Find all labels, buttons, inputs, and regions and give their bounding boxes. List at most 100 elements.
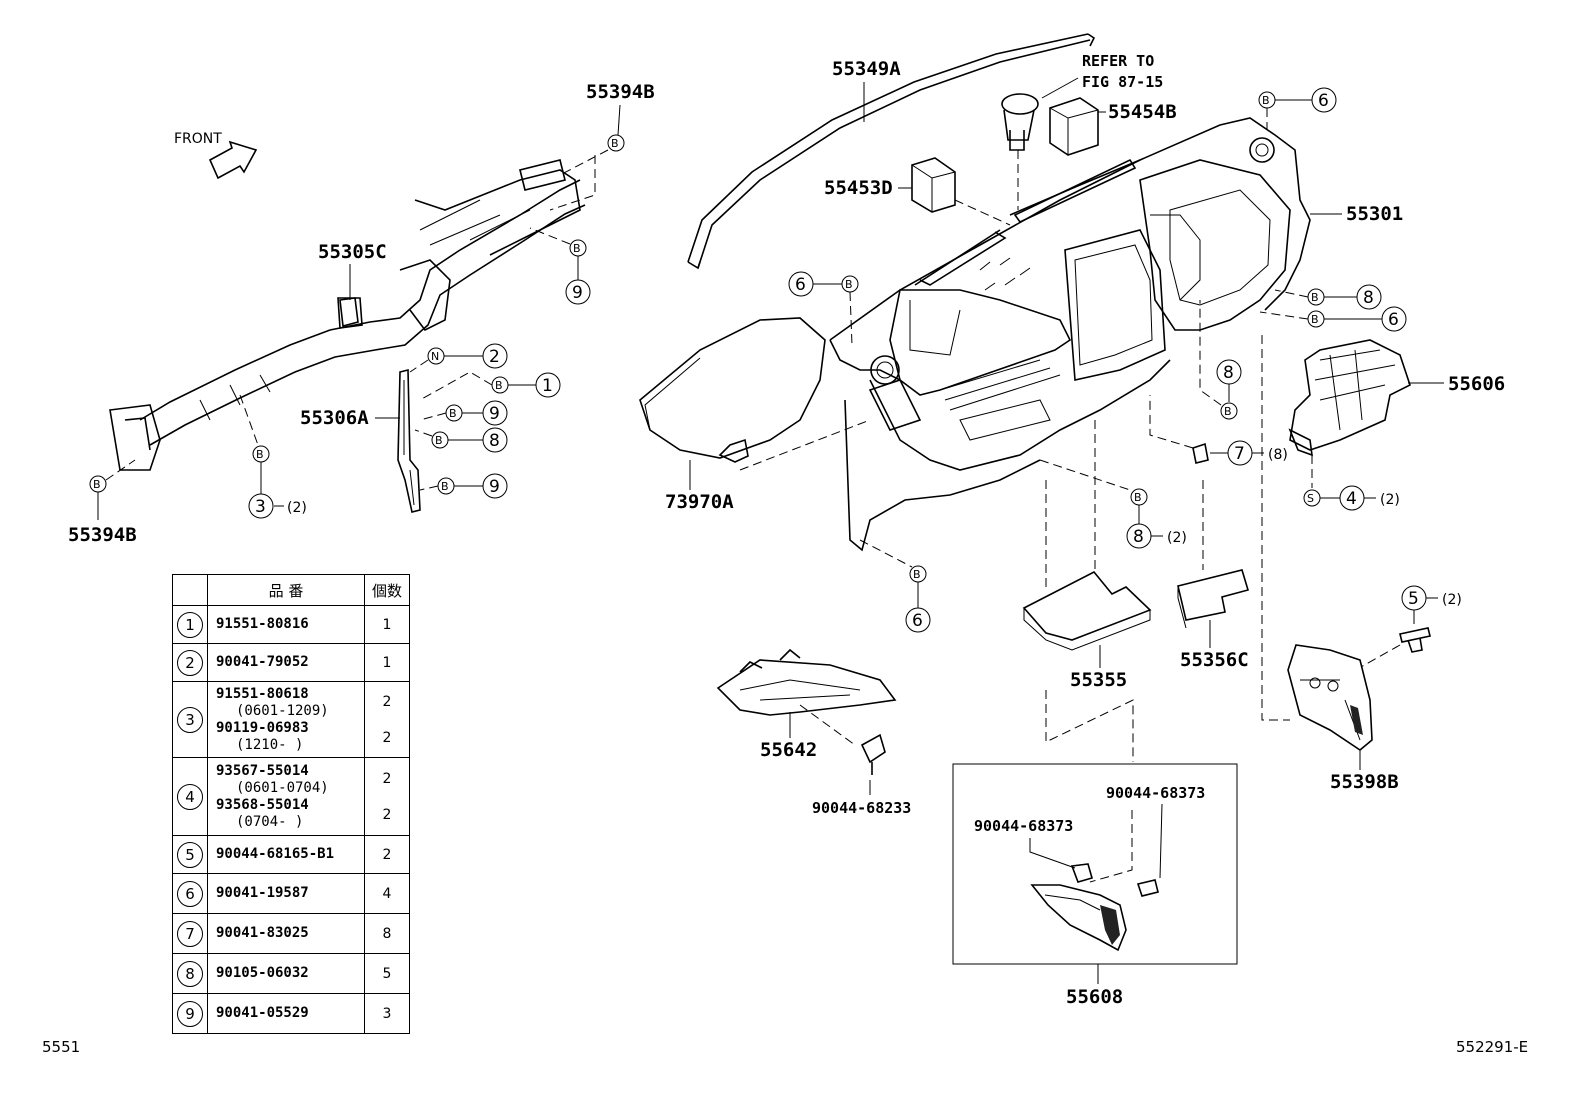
callout-qty-7: (8): [1268, 447, 1288, 463]
callout-circle-1: [535, 372, 561, 398]
pad-55356C[interactable]: [1177, 569, 1250, 629]
steering-support-reinforcement[interactable]: [109, 159, 586, 471]
part-number: 93567-55014: [216, 762, 309, 779]
fastener-b-icon: B: [1134, 491, 1142, 504]
row-number-circle: 9: [177, 1000, 203, 1027]
svg-text:1: 1: [542, 376, 553, 396]
part-number: 90041-79052: [216, 654, 309, 670]
quantity: 1: [382, 654, 392, 671]
screw-5-icon: [1399, 627, 1431, 653]
callout-qty-5: (2): [1442, 592, 1462, 608]
part-number: 90044-68165-B1: [216, 846, 335, 862]
part-label-55301: 55301: [1346, 203, 1403, 225]
table-row: 6 90041-19587 4: [172, 873, 410, 914]
callout-qty-3: (2): [287, 500, 307, 516]
part-label-55305C: 55305C: [318, 241, 387, 263]
svg-text:8: 8: [1223, 363, 1234, 383]
callout-circle-2: [482, 343, 508, 369]
fastener-b-icon: B: [611, 137, 619, 150]
svg-text:6: 6: [912, 611, 923, 631]
subassembly-box-55608: [952, 763, 1238, 965]
callout-qty-8: (2): [1167, 530, 1187, 546]
table-row: 7 90041-83025 8: [172, 913, 410, 954]
table-row: 8 90105-06032 5: [172, 953, 410, 994]
front-label: FRONT: [174, 131, 222, 147]
table-row: 4 93567-55014 (0601-0704) 93568-55014 (0…: [172, 757, 410, 836]
table-row: 2 90041-79052 1: [172, 643, 410, 682]
callout-circle-9: [482, 473, 508, 499]
part-number: 93568-55014: [216, 796, 309, 813]
table-row: 3 91551-80618 (0601-1209) 90119-06983 (1…: [172, 681, 410, 758]
svg-text:3: 3: [255, 497, 266, 517]
bracket-55606[interactable]: [1288, 339, 1411, 457]
quantity: 2: [382, 846, 392, 863]
glove-box-73970A[interactable]: [639, 317, 826, 463]
pad-55355[interactable]: [1022, 570, 1152, 651]
part-label-55608: 55608: [1066, 986, 1123, 1008]
quantity: 2: [382, 729, 392, 746]
date-range: (0704- ): [236, 813, 304, 830]
table-header-index: [172, 574, 208, 606]
part-55454B[interactable]: [1049, 97, 1099, 156]
table-header-qty: 個数: [364, 574, 410, 606]
bracket-55306A[interactable]: [397, 368, 421, 513]
grommet-part[interactable]: [1001, 93, 1039, 151]
row-number-circle: 4: [177, 783, 203, 810]
date-range: (1210- ): [236, 736, 304, 753]
part-number: 91551-80618: [216, 685, 309, 702]
callout-circle-6: [905, 607, 931, 633]
part-label-55398B: 55398B: [1330, 771, 1399, 793]
refer-to-line1: REFER TO: [1082, 52, 1154, 70]
row-number-circle: 2: [177, 649, 203, 676]
quantity: 4: [382, 885, 392, 902]
fastener-b-icon: B: [256, 448, 264, 461]
part-label-55349A: 55349A: [832, 58, 901, 80]
row-number-circle: 5: [177, 841, 203, 868]
fastener-b-icon: B: [1311, 313, 1319, 326]
fastener-b-icon: B: [449, 407, 457, 420]
quantity: 3: [382, 1005, 392, 1022]
svg-text:2: 2: [489, 347, 500, 367]
callout-circle-9: [482, 400, 508, 426]
table-row: 1 91551-80816 1: [172, 605, 410, 644]
quantity: 2: [382, 693, 392, 710]
quantity: 1: [382, 616, 392, 633]
defroster-strip-55349A[interactable]: [687, 33, 1096, 270]
part-label-55306A: 55306A: [300, 407, 369, 429]
part-55453D[interactable]: [911, 157, 956, 213]
callout-circle-6: [1311, 87, 1337, 113]
clip-90044-68233-icon: [860, 733, 886, 775]
part-number: 91551-80816: [216, 616, 309, 632]
row-number-circle: 8: [177, 960, 203, 987]
callout-circle-3: [248, 493, 274, 519]
fastener-b-icon: B: [573, 242, 581, 255]
part-label-55394B-top: 55394B: [586, 81, 655, 103]
svg-text:9: 9: [489, 404, 500, 424]
front-arrow-icon: [208, 140, 258, 180]
callout-circle-8: [482, 427, 508, 453]
vent-55608[interactable]: [1030, 884, 1127, 952]
panel-55398B[interactable]: [1287, 644, 1373, 751]
quantity: 8: [382, 925, 392, 942]
fastener-b-icon: B: [441, 480, 449, 493]
row-number-circle: 1: [177, 611, 203, 638]
fastener-b-icon: B: [1311, 291, 1319, 304]
row-number-circle: 7: [177, 920, 203, 947]
fastener-b-icon: B: [93, 478, 101, 491]
cover-55642[interactable]: [716, 648, 897, 716]
part-number: 90119-06983: [216, 719, 309, 736]
part-label-90044-68373-right: 90044-68373: [1106, 784, 1205, 802]
part-label-55356C: 55356C: [1180, 649, 1249, 671]
part-label-55394B-bottom: 55394B: [68, 524, 137, 546]
quantity: 2: [382, 806, 392, 823]
clip-7-icon: [1192, 442, 1209, 464]
refer-to-line2: FIG 87-15: [1082, 73, 1163, 91]
svg-text:4: 4: [1346, 489, 1357, 509]
svg-text:9: 9: [572, 283, 583, 303]
clip-90044-68373-right-icon: [1136, 879, 1159, 897]
part-label-55642: 55642: [760, 739, 817, 761]
part-label-55454B: 55454B: [1108, 101, 1177, 123]
part-label-73970A: 73970A: [665, 491, 734, 513]
instrument-panel-55301[interactable]: [829, 117, 1311, 552]
